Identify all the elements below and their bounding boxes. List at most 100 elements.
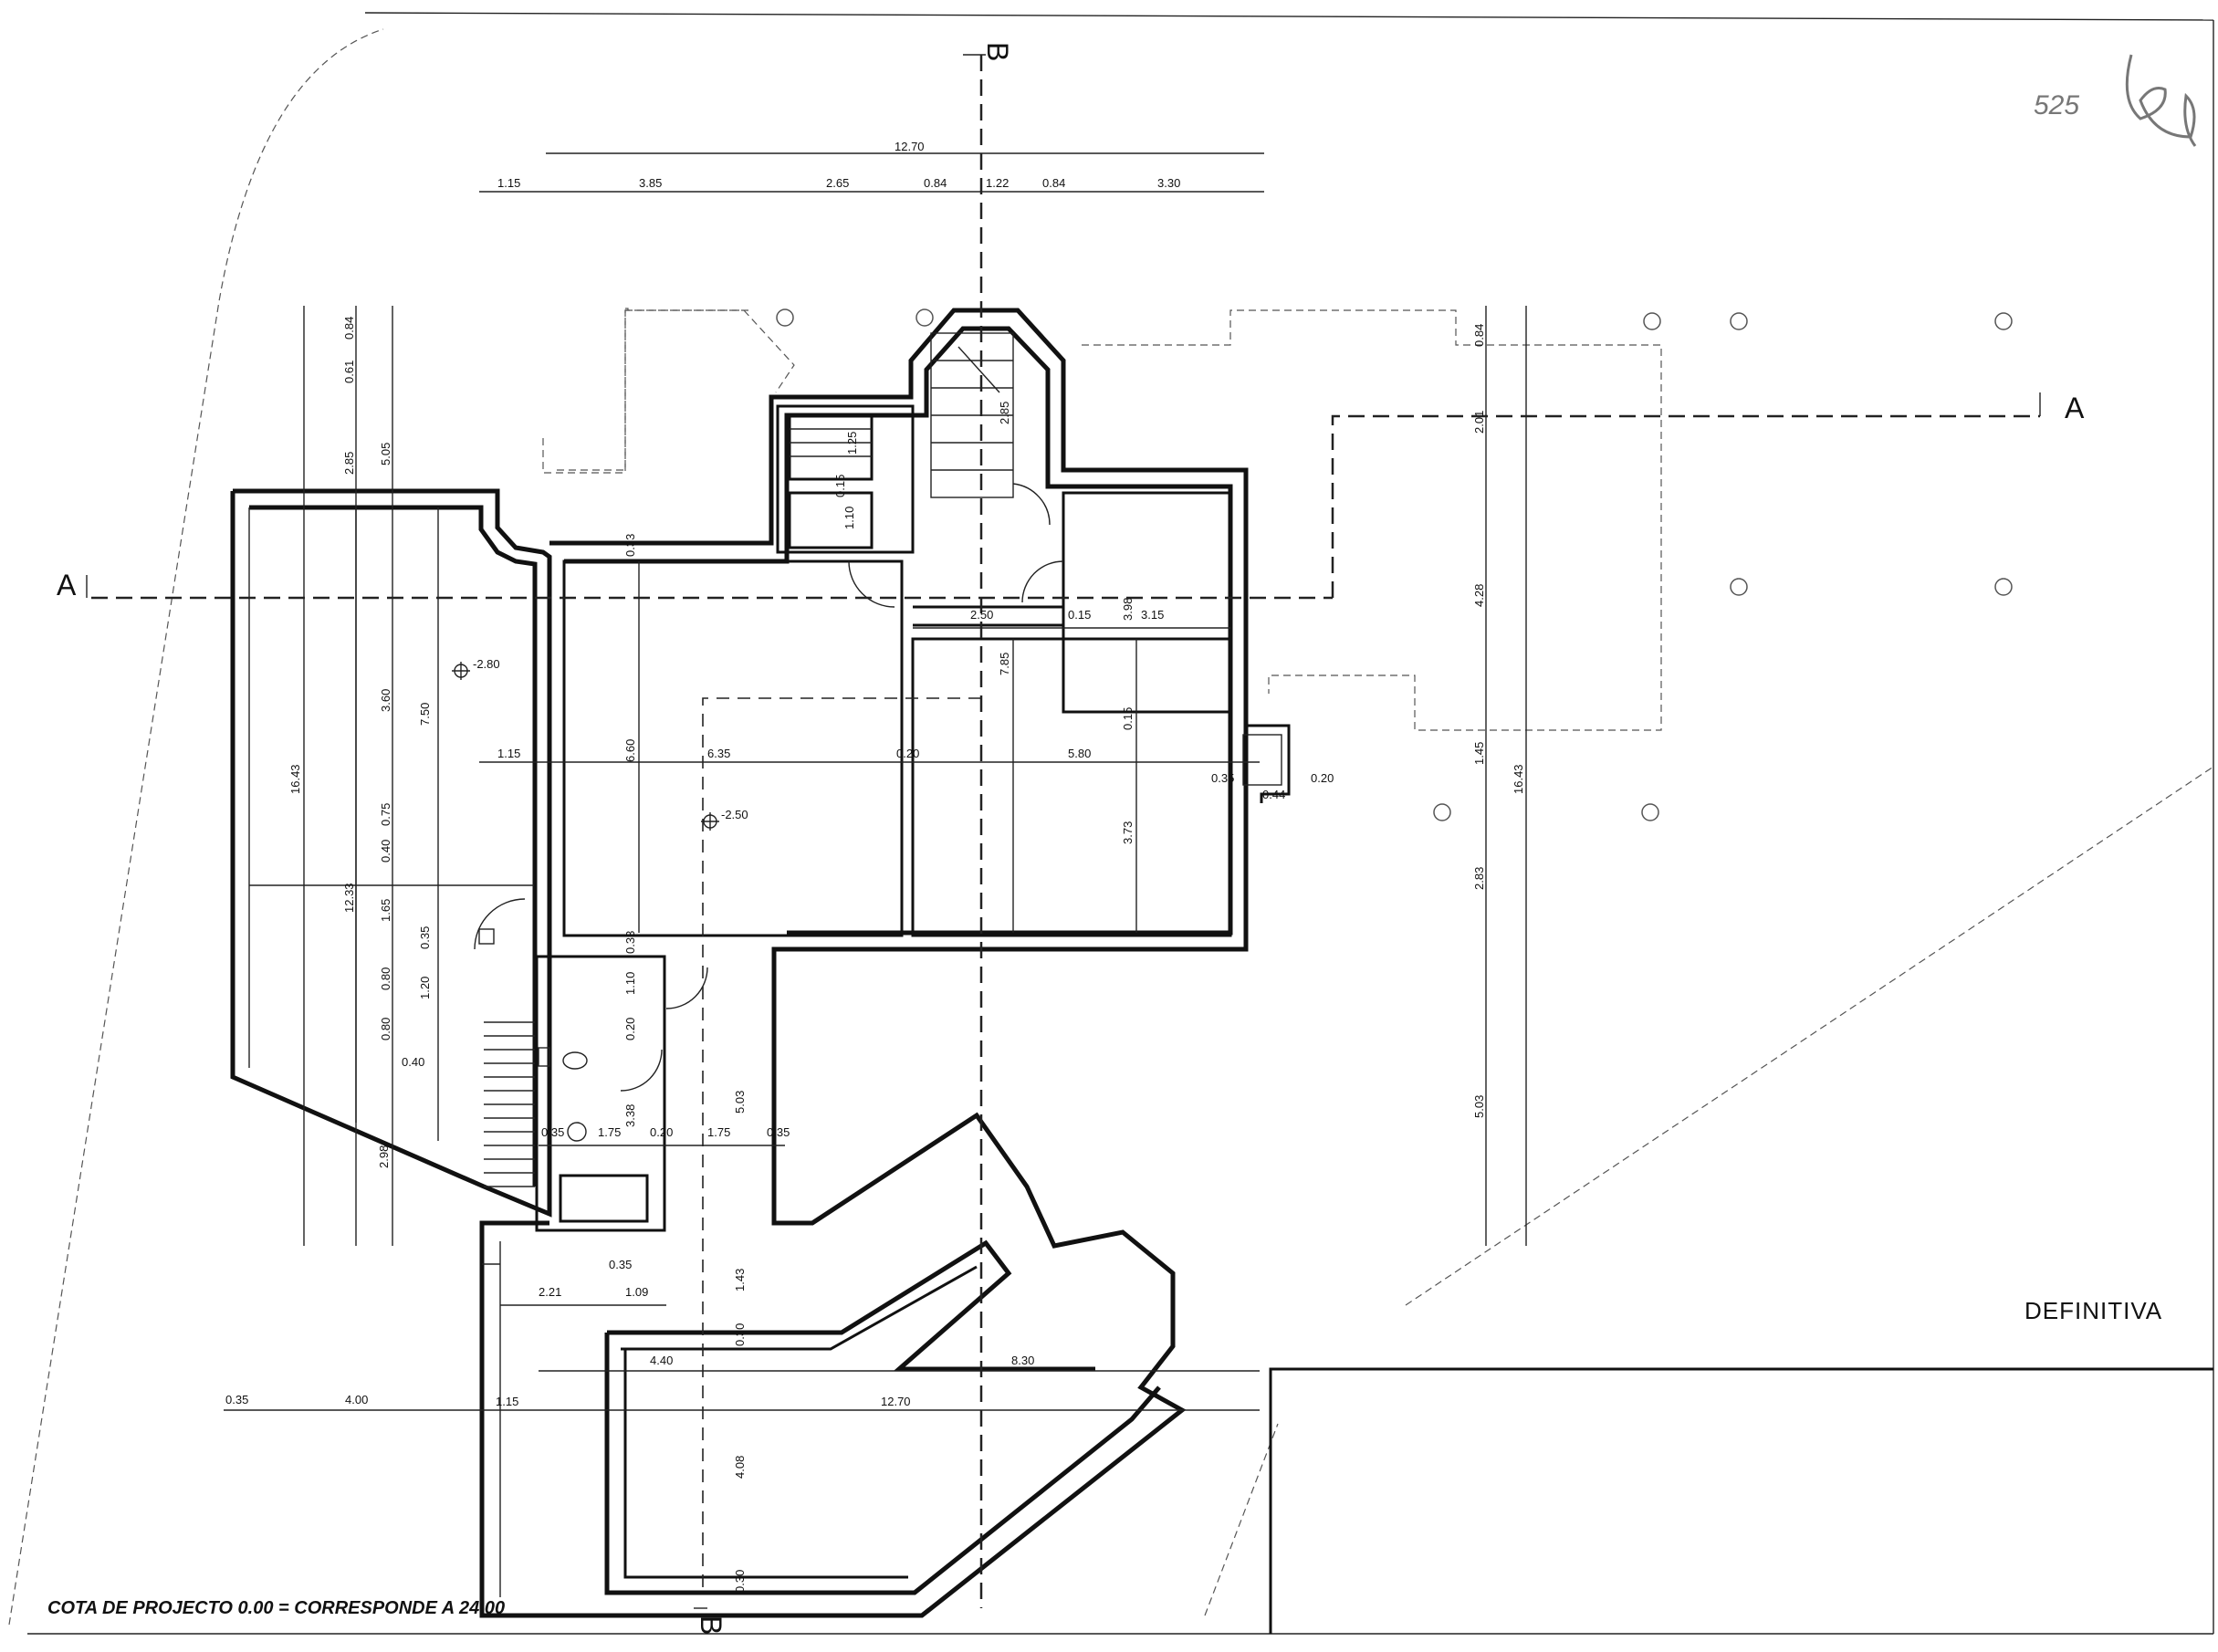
dim-wc-row: 0.35 1.75 0.20 1.75 0.35	[541, 1125, 790, 1139]
svg-text:0.30: 0.30	[733, 1570, 747, 1593]
svg-text:0.30: 0.30	[733, 1323, 747, 1346]
svg-text:0.15: 0.15	[1068, 608, 1091, 622]
west-wing-outer-wall	[230, 488, 552, 1218]
svg-text:5.05: 5.05	[379, 443, 392, 465]
svg-text:0.75: 0.75	[379, 803, 392, 826]
svg-text:1.15: 1.15	[496, 1395, 518, 1408]
svg-text:12.70: 12.70	[881, 1395, 911, 1408]
svg-text:2.21: 2.21	[539, 1285, 561, 1299]
dim-room-vertical: 0.33 6.60 0.33 1.10 0.20 3.38 7.85 3.73 …	[623, 402, 1135, 1593]
bathtub	[559, 1174, 649, 1223]
footer-note: COTA DE PROJECTO 0.00 = CORRESPONDE A 24…	[47, 1598, 505, 1618]
south-stair-treads	[484, 1035, 535, 1187]
post-1	[915, 308, 934, 327]
east-stub	[1246, 724, 1291, 803]
svg-text:0.80: 0.80	[379, 1018, 392, 1040]
annex-outline	[1269, 1367, 2213, 1634]
svg-text:0.33: 0.33	[623, 931, 637, 954]
svg-text:0.84: 0.84	[1472, 324, 1486, 347]
dim-top-4: 0.84	[924, 176, 947, 190]
post-7	[1994, 578, 2013, 596]
section-b-bottom-label: B	[695, 1615, 727, 1635]
outline-b	[557, 309, 750, 471]
status-label: DEFINITIVA	[2024, 1297, 2162, 1324]
dim-top-7: 3.30	[1157, 176, 1180, 190]
dim-bottom-row1: 4.40 8.30	[650, 1354, 1034, 1367]
dim-right-total: 16.43	[1512, 764, 1525, 794]
dim-top-row: 1.15 3.85 2.65 0.84 1.22 0.84 3.30	[497, 176, 1180, 190]
svg-text:1.09: 1.09	[625, 1285, 648, 1299]
level-marker-1: -2.80	[452, 657, 500, 680]
door-jamb	[478, 928, 495, 945]
svg-text:2.85: 2.85	[342, 452, 356, 475]
svg-text:1.25: 1.25	[845, 432, 859, 455]
svg-text:5.80: 5.80	[1068, 747, 1091, 760]
door-arc-1	[848, 560, 895, 608]
svg-text:6.35: 6.35	[707, 747, 730, 760]
svg-text:12.33: 12.33	[342, 883, 356, 913]
storage-box	[788, 491, 874, 549]
svg-text:4.40: 4.40	[650, 1354, 673, 1367]
outline-d	[1082, 309, 1662, 731]
door-arc-6	[620, 1049, 663, 1092]
level-marker-2-value: -2.50	[721, 808, 748, 821]
section-a-axis-east	[1331, 414, 2040, 598]
svg-text:2.50: 2.50	[970, 608, 993, 622]
stair-arrow	[957, 346, 1000, 393]
svg-text:1.15: 1.15	[497, 747, 520, 760]
outline-c	[625, 309, 795, 393]
svg-text:0.33: 0.33	[623, 534, 637, 557]
section-a-left-label: A	[57, 569, 77, 601]
svg-text:0.20: 0.20	[1311, 771, 1334, 785]
north-storage	[776, 404, 915, 554]
dim-left-outer: 16.43	[288, 764, 302, 794]
upper-level-outline	[542, 308, 1662, 731]
svg-text:0.15: 0.15	[1121, 707, 1135, 730]
svg-text:3.38: 3.38	[623, 1104, 637, 1127]
svg-text:0.20: 0.20	[896, 747, 919, 760]
main-building-outer-wall	[479, 308, 1249, 1618]
svg-text:0.40: 0.40	[402, 1055, 424, 1069]
post-9	[1641, 803, 1659, 821]
svg-text:6.60: 6.60	[623, 739, 637, 762]
section-a-right-label: A	[2065, 392, 2085, 424]
svg-text:3.60: 3.60	[379, 689, 392, 712]
section-b-offset	[702, 697, 981, 1593]
svg-text:1.10: 1.10	[842, 507, 856, 529]
dim-left-mid: 0.61 0.84 2.85 12.33 2.98	[342, 317, 391, 1168]
svg-text:8.30: 8.30	[1011, 1354, 1034, 1367]
svg-text:4.08: 4.08	[733, 1456, 747, 1479]
svg-text:0.35: 0.35	[1211, 771, 1234, 785]
svg-text:3.98: 3.98	[1121, 598, 1135, 621]
svg-text:1.45: 1.45	[1472, 742, 1486, 765]
handwritten-number: 525	[2034, 90, 2079, 120]
door-arc-4	[474, 898, 526, 950]
post-3	[1643, 312, 1661, 330]
plot-boundary-left	[8, 28, 384, 1626]
main-building-walls	[230, 308, 1291, 1618]
svg-text:1.65: 1.65	[379, 899, 392, 922]
sink	[567, 1122, 587, 1142]
svg-text:3.15: 3.15	[1141, 608, 1164, 622]
svg-text:4.00: 4.00	[345, 1393, 368, 1406]
posts	[776, 308, 2013, 821]
svg-text:1.75: 1.75	[707, 1125, 730, 1139]
svg-text:0.35: 0.35	[767, 1125, 790, 1139]
svg-text:0.80: 0.80	[379, 967, 392, 990]
svg-text:0.35: 0.35	[541, 1125, 564, 1139]
south-wing	[482, 955, 1161, 1597]
south-lobby-inner-2	[621, 1265, 978, 1351]
svg-text:1.20: 1.20	[418, 977, 432, 999]
dim-mid-row: 1.15 6.35 0.20 5.80 0.35 0.20 0.44	[497, 747, 1334, 801]
door-arc-5	[665, 967, 708, 1009]
dim-bottom-row2: 0.35 4.00 1.15 12.70	[225, 1393, 911, 1408]
storage-stair	[788, 413, 874, 481]
dim-top-3: 2.65	[826, 176, 849, 190]
door-arc-3	[1021, 560, 1064, 603]
dim-lower-row1: 0.35 2.21 1.09	[539, 1258, 648, 1299]
svg-text:5.03: 5.03	[733, 1091, 747, 1114]
svg-text:2.98: 2.98	[377, 1145, 391, 1168]
svg-text:0.35: 0.35	[418, 926, 432, 949]
svg-text:4.28: 4.28	[1472, 584, 1486, 607]
